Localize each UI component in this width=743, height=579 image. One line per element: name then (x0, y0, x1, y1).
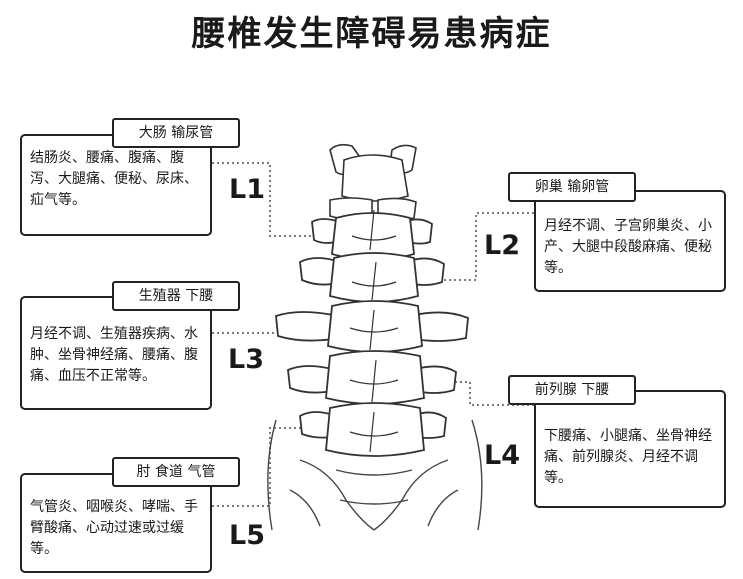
organ-tag-l2: 卵巢 输卵管 (508, 172, 636, 202)
level-label-l4: L4 (484, 440, 520, 471)
symptom-box-l2: 月经不调、子宫卵巢炎、小产、大腿中段酸麻痛、便秘等。 (534, 190, 726, 292)
level-label-l1: L1 (229, 174, 265, 205)
vertebra-l4-body (325, 350, 425, 405)
symptom-box-l4: 下腰痛、小腿痛、坐骨神经痛、前列腺炎、月经不调等。 (534, 390, 726, 508)
vertebra-l3-body (327, 300, 423, 353)
vertebra-l5-body (325, 402, 425, 457)
symptom-box-l1: 结肠炎、腰痛、腹痛、腹泻、大腿痛、便秘、尿床、疝气等。 (20, 134, 212, 236)
lumbar-vertebrae (275, 212, 469, 457)
organ-tag-l3: 生殖器 下腰 (112, 281, 240, 311)
page-title: 腰椎发生障碍易患病症 (191, 14, 552, 54)
organ-tag-l4: 前列腺 下腰 (508, 375, 636, 405)
connector-l4 (455, 381, 534, 406)
level-label-l3: L3 (228, 344, 264, 375)
connector-l1 (212, 162, 322, 237)
organ-tag-l5: 肘 食道 气管 (112, 457, 240, 487)
level-label-l2: L2 (484, 230, 520, 261)
level-label-l5: L5 (229, 520, 265, 551)
pelvis (267, 419, 483, 531)
connector-l5 (212, 427, 322, 507)
symptom-box-l3: 月经不调、生殖器疾病、水肿、坐骨神经痛、腰痛、腹痛、血压不正常等。 (20, 296, 212, 410)
thoracic-vertebrae (329, 143, 417, 221)
connector-l2 (420, 212, 534, 281)
organ-tag-l1: 大肠 输尿管 (112, 118, 240, 148)
symptom-box-l5: 气管炎、咽喉炎、哮喘、手臂酸痛、心动过速或过缓等。 (20, 473, 212, 573)
